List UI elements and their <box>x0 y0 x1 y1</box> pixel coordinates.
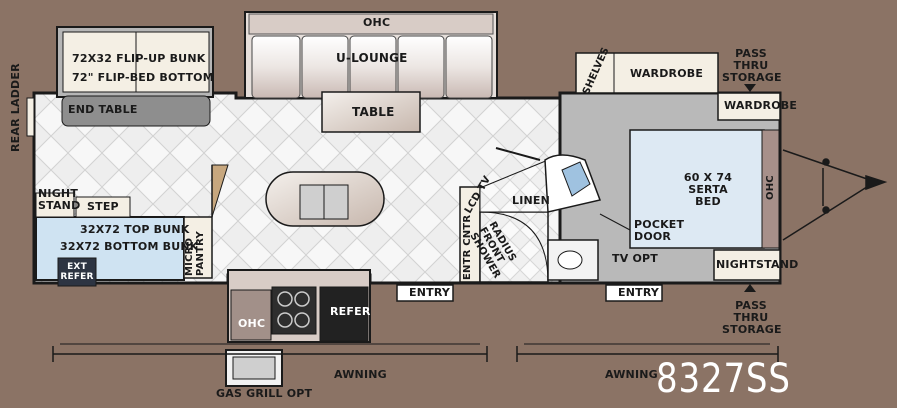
kitchen-slide <box>227 269 371 343</box>
model-number: 8327SS <box>656 356 791 402</box>
top-bunk-label: 32X72 TOP BUNK <box>80 223 190 236</box>
pass-thru-arrows <box>744 84 756 292</box>
step-label: STEP <box>87 200 119 213</box>
night-stand-rear-label: NIGHT STAND <box>38 187 81 213</box>
pass-thru-storage-bottom-label: PASS THRU STORAGE <box>722 299 782 337</box>
u-lounge-slide <box>244 11 498 133</box>
ohc-top-label: OHC <box>363 16 391 29</box>
refer-label: REFER <box>330 305 371 318</box>
pocket-door-label: POCKET DOOR <box>634 218 685 244</box>
table-label: TABLE <box>352 105 395 119</box>
entry-doors <box>396 284 663 302</box>
rear-bunks <box>26 97 229 287</box>
entry-rear-label: ENTRY <box>409 286 451 299</box>
bathroom <box>459 147 602 283</box>
gas-grill <box>225 349 283 387</box>
end-table-label: END TABLE <box>68 103 138 116</box>
wardrobe-main-label: WARDROBE <box>630 67 704 80</box>
ext-refer-label: EXT REFER <box>60 262 94 282</box>
hitch <box>782 149 888 241</box>
awning-front-label: AWNING <box>605 368 658 381</box>
awning-rear-label: AWNING <box>334 368 387 381</box>
gas-grill-label: GAS GRILL OPT <box>216 387 313 400</box>
awning-lines <box>52 343 779 362</box>
linen-label: LINEN <box>512 194 551 207</box>
entry-front-label: ENTRY <box>618 286 660 299</box>
micro-pantry-label: MICRO PANTRY <box>184 231 206 276</box>
bottom-bunk-label: 32X72 BOTTOM BUNK <box>60 240 199 253</box>
flip-up-bunk-label: 72X32 FLIP-UP BUNK <box>72 52 206 65</box>
entr-cntr-label: ENTR CNTR <box>462 214 473 280</box>
ohc-kitchen-label: OHC <box>238 317 266 330</box>
ohc-bed-label: OHC <box>765 175 776 200</box>
tv-opt-label: TV OPT <box>612 252 658 265</box>
rear-ladder-label: REAR LADDER <box>9 63 22 152</box>
kitchen-island <box>265 171 385 227</box>
bedroom <box>575 52 781 281</box>
nightstand-front-label: NIGHTSTAND <box>716 258 799 271</box>
u-lounge-label: U-LOUNGE <box>336 51 408 65</box>
flip-bed-bottom-label: 72" FLIP-BED BOTTOM <box>72 71 214 84</box>
bed-label: 60 X 74 SERTA BED <box>683 171 733 209</box>
wardrobe-side-label: WARDROBE <box>724 99 798 112</box>
pass-thru-storage-top-label: PASS THRU STORAGE <box>722 47 782 85</box>
flip-bunk-slide <box>56 26 214 127</box>
